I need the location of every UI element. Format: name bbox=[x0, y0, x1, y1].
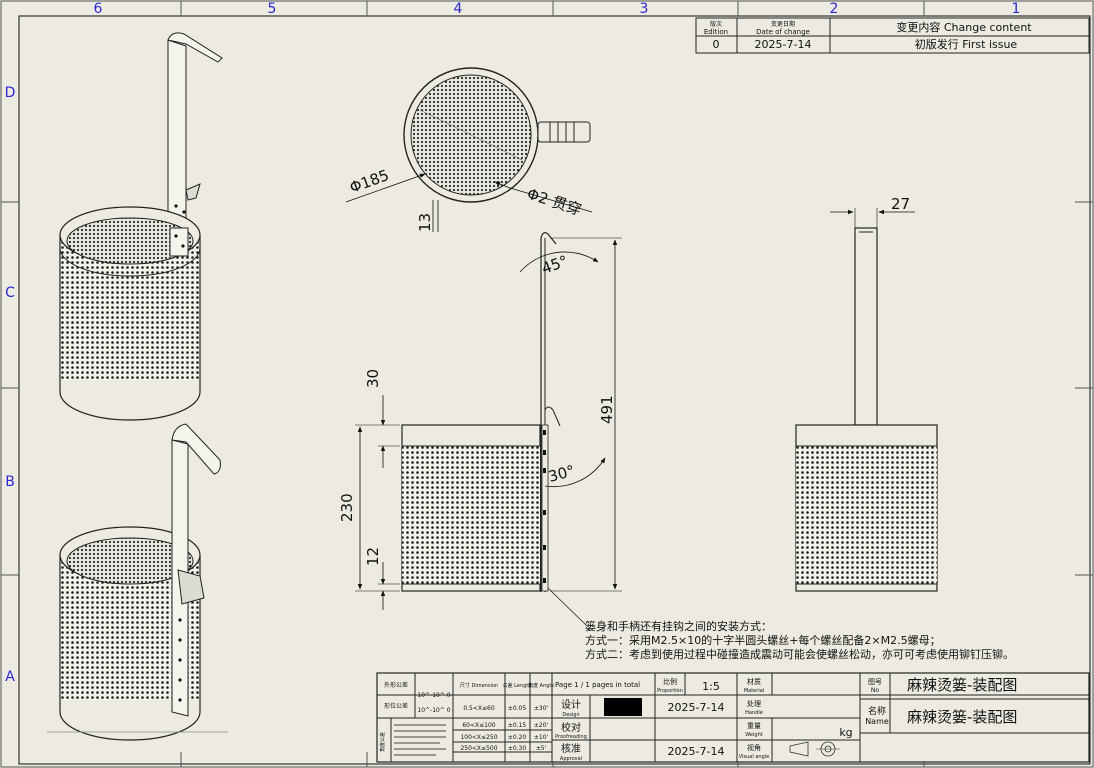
tol-form-value: 10^-10^ 0 bbox=[417, 707, 450, 714]
material-label: 材质 bbox=[747, 677, 761, 686]
tol-size-2: 60<X≤100 bbox=[462, 722, 495, 729]
tol-angle-header: 角度 Angle bbox=[528, 682, 554, 689]
view-label-en: Visual angle bbox=[739, 754, 769, 760]
zone-row-c: C bbox=[5, 285, 15, 301]
tol-linear-2: ±0.15 bbox=[508, 722, 527, 729]
front-view: 491 45° 30° 230 30 12 bbox=[338, 232, 622, 626]
revision-edition-value: 0 bbox=[713, 38, 720, 51]
revision-content-value: 初版发行 First issue bbox=[915, 37, 1018, 51]
handle-label: 处理 bbox=[747, 699, 761, 708]
projection-symbol-icon bbox=[789, 741, 840, 757]
dim-handle-offset: 30 bbox=[364, 369, 382, 388]
material-label-en: Material bbox=[744, 688, 764, 694]
drawing-no-value: 麻辣烫篓-装配图 bbox=[907, 676, 1017, 694]
revision-content-header: 变更内容 Change content bbox=[896, 20, 1032, 34]
dim-height-total: 491 bbox=[598, 395, 616, 424]
assembly-notes: 篓身和手柄还有挂钩之间的安装方式： 方式一：采用M2.5×10的十字半圆头螺丝+… bbox=[585, 619, 1014, 661]
zone-col-1: 1 bbox=[1012, 1, 1021, 17]
weight-unit: kg bbox=[839, 726, 852, 739]
design-label: 设计 bbox=[561, 698, 581, 711]
scale-value: 1:5 bbox=[702, 680, 720, 693]
zone-col-5: 5 bbox=[268, 1, 277, 17]
scale-label: 比例 bbox=[663, 677, 677, 686]
tol-angle-3: ±10' bbox=[534, 734, 549, 741]
side-view: 27 bbox=[795, 195, 938, 592]
revision-edition-header-en: Edition bbox=[704, 28, 728, 36]
tol-angle-2: ±20' bbox=[534, 722, 549, 729]
zone-col-2: 2 bbox=[830, 1, 839, 17]
zone-col-4: 4 bbox=[454, 1, 463, 17]
weight-label: 重量 bbox=[747, 722, 761, 730]
isometric-view-bottom bbox=[47, 423, 228, 741]
name-label-en: Name bbox=[865, 717, 889, 726]
design-label-en: Design bbox=[562, 712, 579, 718]
tol-size-header: 尺寸 Dimension bbox=[460, 682, 498, 689]
scale-label-en: Proportion bbox=[657, 688, 683, 694]
zone-col-3: 3 bbox=[640, 1, 649, 17]
zone-row-b: B bbox=[5, 474, 15, 490]
zone-row-a: A bbox=[5, 669, 15, 685]
tol-outline-label: 外形公差 bbox=[384, 681, 408, 689]
tol-angle-1: ±30' bbox=[534, 705, 549, 712]
revision-table: 版次 Edition 变更日期 Date of change 变更内容 Chan… bbox=[695, 17, 1090, 54]
note-line-2: 方式一：采用M2.5×10的十字半圆头螺丝+每个螺丝配备2×M2.5螺母； bbox=[585, 633, 941, 647]
tol-angle-label: 角度公差 bbox=[379, 732, 386, 752]
tol-linear-3: ±0.20 bbox=[508, 734, 527, 741]
note-line-3: 方式二：考虑到使用过程中碰撞造成震动可能会使螺丝松动，亦可可考虑使用铆钉压铆。 bbox=[585, 647, 1014, 661]
dim-body-height: 230 bbox=[338, 493, 356, 522]
tol-linear-1: ±0.05 bbox=[508, 705, 527, 712]
designer-signature bbox=[604, 698, 642, 716]
note-line-1: 篓身和手柄还有挂钩之间的安装方式： bbox=[585, 619, 772, 633]
weight-label-en: Weight bbox=[745, 732, 762, 738]
zone-columns: 6 5 4 3 2 1 bbox=[94, 1, 1021, 767]
title-block: Page 1 / 1 pages in total 比例 Proportion … bbox=[376, 672, 1090, 763]
revision-date-header-cn: 变更日期 bbox=[771, 20, 795, 28]
sheet-info: Page 1 / 1 pages in total bbox=[555, 681, 640, 689]
isometric-view-top bbox=[59, 32, 223, 421]
design-date: 2025-7-14 bbox=[668, 701, 725, 714]
dim-handle-width: 27 bbox=[891, 195, 910, 213]
drawing-no-label-en: No bbox=[871, 687, 879, 694]
approval-label: 核准 bbox=[561, 742, 581, 755]
zone-rows: D C B A bbox=[1, 85, 1093, 685]
proof-label-en: Proofreading bbox=[555, 734, 587, 740]
zone-col-6: 6 bbox=[94, 1, 103, 17]
proof-label: 校对 bbox=[561, 721, 581, 734]
tol-linear-header: 公差 Length bbox=[503, 682, 532, 689]
handle-label-en: Handle bbox=[745, 710, 763, 716]
tol-size-4: 250<X≤500 bbox=[460, 745, 497, 752]
dim-gap: 13 bbox=[416, 213, 434, 232]
tol-form-label: 形位公差 bbox=[384, 702, 408, 710]
name-label: 名称 bbox=[868, 705, 886, 717]
top-view: Φ185 Φ2 贯穿 13 bbox=[345, 67, 593, 232]
tol-size-1: 0.5<X≤60 bbox=[463, 705, 495, 712]
revision-edition-header-cn: 版次 bbox=[710, 20, 722, 28]
zone-row-d: D bbox=[5, 85, 16, 101]
drawing-no-label: 图号 bbox=[868, 678, 882, 686]
tol-linear-4: ±0.30 bbox=[508, 745, 527, 752]
tol-angle-4: ±5' bbox=[536, 745, 547, 752]
tol-size-3: 100<X≤250 bbox=[460, 734, 497, 741]
general-notes-fineprint bbox=[394, 724, 446, 756]
revision-date-value: 2025-7-14 bbox=[755, 38, 812, 51]
revision-date-header-en: Date of change bbox=[756, 28, 810, 36]
name-value: 麻辣烫篓-装配图 bbox=[907, 708, 1017, 726]
view-label: 视角 bbox=[747, 743, 761, 752]
dim-bottom-offset: 12 bbox=[364, 547, 382, 566]
approval-date: 2025-7-14 bbox=[668, 745, 725, 758]
tol-outline-value: 10^-10^ 0 bbox=[417, 692, 450, 699]
approval-label-en: Approval bbox=[560, 756, 582, 762]
